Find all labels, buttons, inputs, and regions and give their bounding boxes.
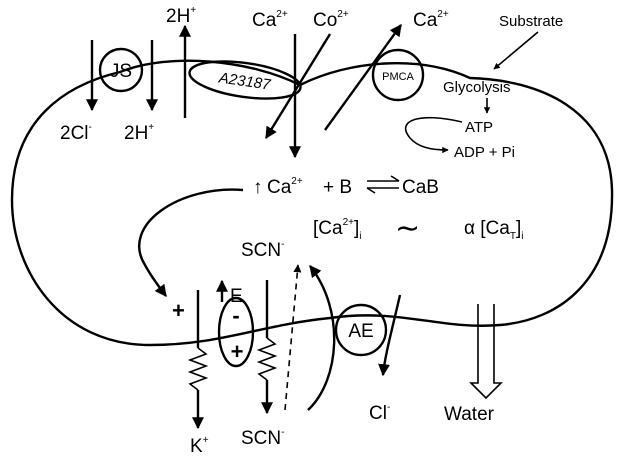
concentration-relation: [Ca2+]i ∼ α [CaT]i [313, 212, 523, 245]
water-label: Water [444, 404, 495, 425]
buffer-equilibrium: ↑ Ca2+ + B CaB [253, 175, 439, 198]
a23187-ionophore: A23187 [188, 60, 302, 100]
ae-circle [334, 303, 388, 357]
scn-exchange-arrow [307, 265, 336, 411]
e-label: E [230, 286, 243, 307]
conc-left-label: [Ca2+]i [313, 217, 362, 242]
eq-plus-b-label: + B [323, 177, 352, 198]
co-in-label: Co2+ [313, 9, 349, 31]
scn-top-label: SCN- [241, 239, 284, 261]
equilibrium-arrows-icon [366, 175, 400, 194]
water-arrow-icon [469, 304, 503, 400]
ca-in-label: Ca2+ [252, 9, 288, 31]
cl-bottom-label: Cl- [369, 402, 390, 424]
eq-ca-label: Ca2+ [267, 176, 303, 198]
membrane-potential: E - + [216, 279, 255, 368]
potential-minus: - [232, 303, 239, 328]
a23187-ellipse [188, 60, 302, 100]
js-label: JS [110, 61, 132, 82]
ae-label: AE [348, 321, 373, 342]
calcium-efflux: Ca2+ [324, 9, 449, 131]
glycolysis-label: Glycolysis [443, 79, 511, 96]
eq-up-arrow: ↑ [253, 177, 263, 198]
scn-bottom-label: SCN- [241, 427, 284, 449]
ae-exchanger: AE Cl- [334, 294, 402, 424]
potential-ellipse [217, 296, 255, 368]
potential-plus: + [231, 339, 244, 364]
pmca-label: PMCA [382, 71, 414, 83]
ca-to-channel-arrow [138, 188, 244, 297]
scn-diffusion-dashed-arrow [284, 264, 302, 411]
co-influx-arrow [264, 33, 332, 140]
cl-efflux-arrow [378, 294, 402, 377]
cell-membrane [10, 59, 614, 347]
eq-cab-label: CaB [402, 177, 439, 198]
substrate-label: Substrate [499, 13, 563, 30]
scn-channel: SCN- SCN- [241, 239, 336, 449]
atp-hydrolysis-arrow [404, 116, 463, 154]
substrate-arrow [493, 31, 539, 70]
conc-right-label: α [CaT]i [464, 218, 523, 242]
h-in-label: 2H+ [166, 5, 196, 27]
pmca-circle [371, 48, 425, 102]
membrane-plus: + [172, 298, 185, 323]
ca-out-label: Ca2+ [413, 9, 449, 31]
js-transporter: JS 2Cl- 2H+ [60, 40, 158, 144]
potassium-channel: + K+ [172, 290, 209, 457]
cl-out-label: 2Cl- [60, 122, 92, 144]
atp-label: ATP [465, 119, 493, 136]
pmca-pump: PMCA [371, 48, 425, 102]
js-circle [98, 47, 144, 93]
adp-pi-label: ADP + Pi [454, 144, 515, 161]
metabolism: Substrate Glycolysis ATP ADP + Pi [404, 13, 563, 161]
cation-influx: Ca2+ Co2+ [252, 9, 349, 159]
scn-resistor-icon [256, 337, 278, 381]
h-out-label: 2H+ [124, 122, 154, 144]
k-label: K+ [190, 435, 209, 457]
a23187-label: A23187 [217, 69, 272, 93]
ca-efflux-arrow [324, 24, 402, 131]
k-resistor-icon [187, 347, 209, 391]
tilde-symbol: ∼ [395, 212, 420, 245]
water-efflux: Water [444, 304, 503, 425]
proton-efflux: 2H+ [166, 5, 196, 118]
